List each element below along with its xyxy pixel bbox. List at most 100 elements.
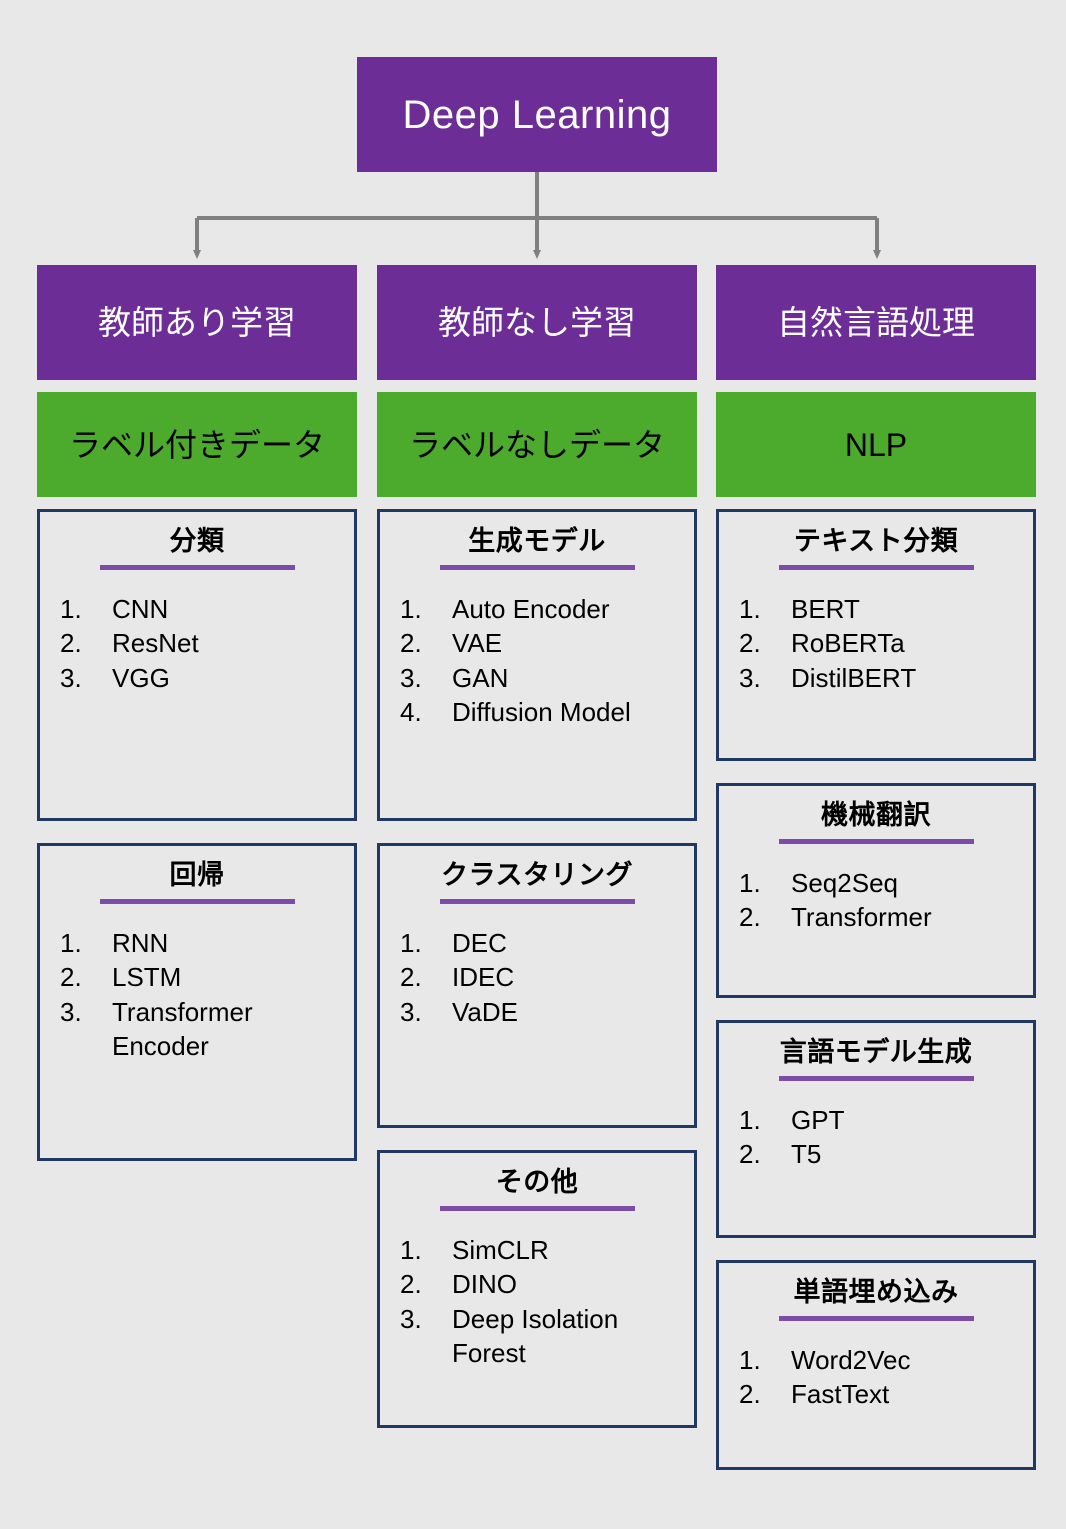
list-item: 1. SimCLR — [380, 1233, 694, 1267]
list-item: 3. DistilBERT — [719, 661, 1033, 695]
list-item: 1. BERT — [719, 592, 1033, 626]
list-item-number: 2. — [400, 962, 422, 993]
list-item: 1. RNN — [40, 926, 354, 960]
category-header-unsupervised: 教師なし学習 — [377, 265, 697, 380]
topic-card-list: 1. Auto Encoder 2. VAE 3. GAN 4. Diffusi… — [380, 592, 694, 729]
list-item: 2. IDEC — [380, 960, 694, 994]
list-item-label: IDEC — [452, 962, 515, 993]
topic-card-title: その他 — [495, 1167, 579, 1197]
card-stack-nlp: テキスト分類 1. BERT 2. RoBERTa 3. DistilBERT — [716, 509, 1036, 1470]
list-item: 2. T5 — [719, 1137, 1033, 1171]
list-item-label: VaDE — [452, 996, 518, 1027]
list-item: 1. GPT — [719, 1103, 1033, 1137]
list-item-number: 4. — [400, 696, 422, 727]
topic-card-regression: 回帰 1. RNN 2. LSTM 3. Transformer Encoder — [37, 843, 357, 1161]
topic-card-language-model-generation: 言語モデル生成 1. GPT 2. T5 — [716, 1020, 1036, 1238]
list-item: 4. Diffusion Model — [380, 695, 694, 729]
list-item-number: 1. — [739, 1345, 761, 1376]
list-item-number: 3. — [739, 662, 761, 693]
list-item-label: LSTM — [112, 962, 182, 993]
topic-card-underline — [439, 1206, 635, 1212]
list-item-label: VAE — [452, 628, 503, 659]
topic-card-word-embedding: 単語埋め込み 1. Word2Vec 2. FastText — [716, 1260, 1036, 1470]
topic-card-title: 回帰 — [169, 860, 225, 890]
topic-card-generative-models: 生成モデル 1. Auto Encoder 2. VAE 3. GAN — [377, 509, 697, 821]
category-subheader-nlp: NLP — [716, 392, 1036, 497]
topic-card-underline — [99, 899, 295, 905]
column-supervised-learning: 教師あり学習 ラベル付きデータ 分類 1. CNN 2. ResNet — [37, 265, 357, 1183]
category-subheader-unlabeled-data: ラベルなしデータ — [377, 392, 697, 497]
list-item-label: SimCLR — [452, 1235, 549, 1266]
list-item-label: DistilBERT — [791, 662, 917, 693]
list-item-number: 2. — [60, 628, 82, 659]
category-subheader-label: NLP — [844, 426, 908, 463]
list-item: 3. Deep Isolation Forest — [380, 1302, 694, 1371]
list-item-label: RNN — [112, 928, 169, 959]
topic-card-list: 1. DEC 2. IDEC 3. VaDE — [380, 926, 694, 1029]
list-item-number: 1. — [60, 928, 82, 959]
topic-card-list: 1. Seq2Seq 2. Transformer — [719, 866, 1033, 935]
topic-card-other: その他 1. SimCLR 2. DINO 3. Deep Isolation … — [377, 1150, 697, 1428]
topic-card-machine-translation: 機械翻訳 1. Seq2Seq 2. Transformer — [716, 783, 1036, 998]
root-node-label: Deep Learning — [402, 92, 672, 137]
topic-card-title: 生成モデル — [468, 526, 606, 556]
category-header-label: 教師あり学習 — [98, 304, 296, 341]
topic-card-title: 言語モデル生成 — [779, 1037, 973, 1067]
list-item-label: Seq2Seq — [791, 868, 898, 899]
list-item: 2. LSTM — [40, 960, 354, 994]
list-item: 1. CNN — [40, 592, 354, 626]
card-stack-unsupervised: 生成モデル 1. Auto Encoder 2. VAE 3. GAN — [377, 509, 697, 1428]
topic-card-list: 1. GPT 2. T5 — [719, 1103, 1033, 1172]
category-header-label: 自然言語処理 — [777, 304, 975, 341]
topic-card-clustering: クラスタリング 1. DEC 2. IDEC 3. VaDE — [377, 843, 697, 1128]
list-item-number: 3. — [400, 662, 422, 693]
list-item-number: 2. — [400, 1269, 422, 1300]
topic-card-title: 単語埋め込み — [793, 1277, 959, 1307]
list-item-label: T5 — [791, 1139, 822, 1170]
list-item-number: 2. — [739, 1139, 761, 1170]
topic-card-classification: 分類 1. CNN 2. ResNet 3. VGG — [37, 509, 357, 821]
list-item: 2. DINO — [380, 1267, 694, 1301]
list-item: 1. Auto Encoder — [380, 592, 694, 626]
list-item: 2. VAE — [380, 626, 694, 660]
list-item: 2. RoBERTa — [719, 626, 1033, 660]
category-subheader-labeled-data: ラベル付きデータ — [37, 392, 357, 497]
topic-card-title: クラスタリング — [441, 860, 633, 890]
list-item-number: 3. — [60, 662, 82, 693]
list-item-label: ResNet — [112, 628, 199, 659]
topic-card-title: テキスト分類 — [793, 526, 959, 556]
list-item-number: 1. — [400, 594, 422, 625]
list-item-number: 2. — [739, 628, 761, 659]
topic-card-underline — [439, 899, 635, 905]
list-item-number: 1. — [739, 868, 761, 899]
list-item-label: Word2Vec — [791, 1345, 911, 1376]
topic-card-list: 1. CNN 2. ResNet 3. VGG — [40, 592, 354, 695]
topic-card-underline — [99, 565, 295, 571]
topic-card-title: 機械翻訳 — [821, 800, 931, 830]
list-item-label: GAN — [452, 662, 509, 693]
topic-card-underline — [778, 1316, 974, 1322]
list-item: 2. Transformer — [719, 900, 1033, 934]
list-item: 3. VGG — [40, 661, 354, 695]
card-stack-supervised: 分類 1. CNN 2. ResNet 3. VGG — [37, 509, 357, 1161]
column-natural-language-processing: 自然言語処理 NLP テキスト分類 1. BERT 2. RoBERTa — [716, 265, 1036, 1492]
list-item-number: 1. — [60, 594, 82, 625]
list-item-label: Deep Isolation Forest — [452, 1303, 619, 1368]
category-subheader-label: ラベル付きデータ — [68, 426, 325, 463]
list-item-number: 3. — [400, 996, 422, 1027]
topic-card-title: 分類 — [169, 526, 225, 556]
list-item: 2. FastText — [719, 1377, 1033, 1411]
list-item-number: 1. — [739, 594, 761, 625]
list-item: 3. GAN — [380, 661, 694, 695]
topic-card-underline — [778, 565, 974, 571]
list-item-label: GPT — [791, 1105, 845, 1136]
list-item-number: 3. — [60, 996, 82, 1027]
list-item: 1. Seq2Seq — [719, 866, 1033, 900]
root-node-deep-learning: Deep Learning — [357, 57, 717, 172]
list-item-label: BERT — [791, 594, 860, 625]
category-header-supervised: 教師あり学習 — [37, 265, 357, 380]
topic-card-text-classification: テキスト分類 1. BERT 2. RoBERTa 3. DistilBERT — [716, 509, 1036, 761]
column-unsupervised-learning: 教師なし学習 ラベルなしデータ 生成モデル 1. Auto Encoder 2.… — [377, 265, 697, 1450]
topic-card-list: 1. RNN 2. LSTM 3. Transformer Encoder — [40, 926, 354, 1063]
list-item-label: Auto Encoder — [452, 594, 610, 625]
